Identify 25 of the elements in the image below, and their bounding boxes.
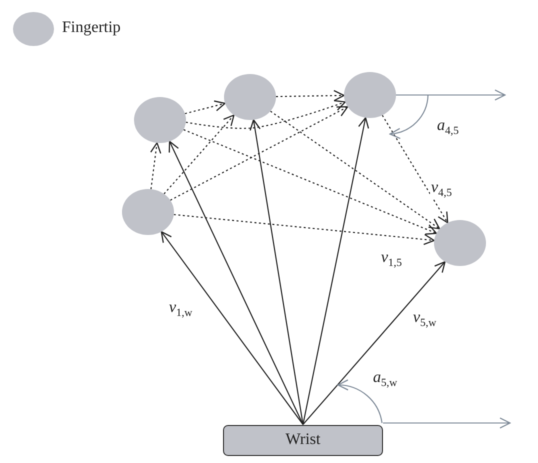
arrow <box>168 140 304 425</box>
dotted-arrow <box>270 110 440 230</box>
arrow <box>302 261 446 425</box>
dotted-arrow <box>183 129 437 235</box>
node-label: Wrist <box>286 431 320 449</box>
arrow <box>396 89 506 101</box>
arrow <box>383 417 511 429</box>
dotted-arrow <box>382 114 448 224</box>
dotted-arrow <box>184 100 226 114</box>
arrow <box>250 119 304 425</box>
fingertip-ellipse <box>122 189 174 235</box>
arrow <box>302 117 370 425</box>
fingertip-ellipse <box>434 220 486 266</box>
fingertip-ellipse <box>224 74 276 120</box>
dotted-arrow <box>276 90 345 102</box>
wrist-box <box>223 424 383 456</box>
fingertip-ellipse <box>134 97 186 143</box>
dotted-arrow <box>186 100 346 129</box>
dotted-arrow <box>164 114 235 194</box>
dotted-arrow <box>150 142 162 190</box>
arrow <box>160 231 304 425</box>
fingertip-ellipse <box>344 72 396 118</box>
dotted-arrow <box>170 106 348 201</box>
legend-label: Fingertip <box>62 19 121 37</box>
dotted-arrow <box>174 214 435 246</box>
